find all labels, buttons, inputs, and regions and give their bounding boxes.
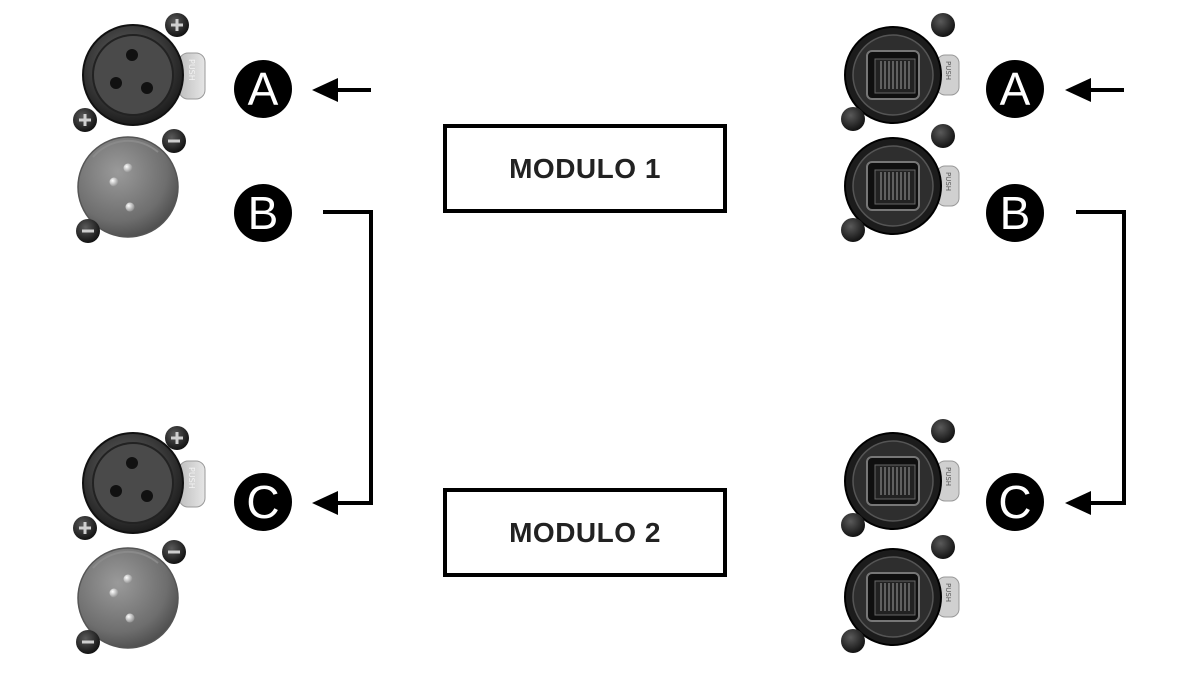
rj45-ethercon-connector-icon: PUSH [841,124,960,242]
badge-letter: B [248,187,279,239]
xlr-female-connector-icon: PUSH [73,13,206,132]
xlr-male-connector-icon [76,540,186,654]
rj45-ethercon-connector-icon: PUSH [841,13,960,131]
badge-right-c: C [986,473,1044,531]
xlr-female-connector-icon: PUSH [73,426,206,540]
module-2-box: MODULO 2 [443,488,727,577]
push-tab-label: PUSH [944,61,952,80]
xlr-male-connector-icon [76,129,186,243]
input-arrow-left [312,78,371,102]
module-2-label: MODULO 2 [509,516,661,548]
module-1-box: MODULO 1 [443,124,727,213]
rj45-ethercon-connector-icon: PUSH [841,419,960,537]
rj45-ethercon-connector-icon: PUSH [841,535,960,653]
badge-letter: C [246,476,279,528]
badge-letter: A [248,63,279,115]
module-1-label: MODULO 1 [509,152,661,184]
push-tab-label: PUSH [187,467,196,489]
badge-right-b: B [986,184,1044,242]
push-tab-label: PUSH [187,59,196,81]
badge-left-b: B [234,184,292,242]
push-tab-label: PUSH [944,467,952,486]
badge-left-c: C [234,473,292,531]
arrow-left-icon [312,491,338,515]
badge-letter: A [1000,63,1031,115]
arrow-left-icon [1065,78,1091,102]
badge-letter: C [998,476,1031,528]
push-tab-label: PUSH [944,583,952,602]
arrow-left-icon [312,78,338,102]
badge-left-a: A [234,60,292,118]
link-b-to-c-right [1065,210,1126,515]
link-b-to-c-left [312,210,373,515]
badge-letter: B [1000,187,1031,239]
push-tab-label: PUSH [944,172,952,191]
badge-right-a: A [986,60,1044,118]
arrow-left-icon [1065,491,1091,515]
input-arrow-right [1065,78,1124,102]
